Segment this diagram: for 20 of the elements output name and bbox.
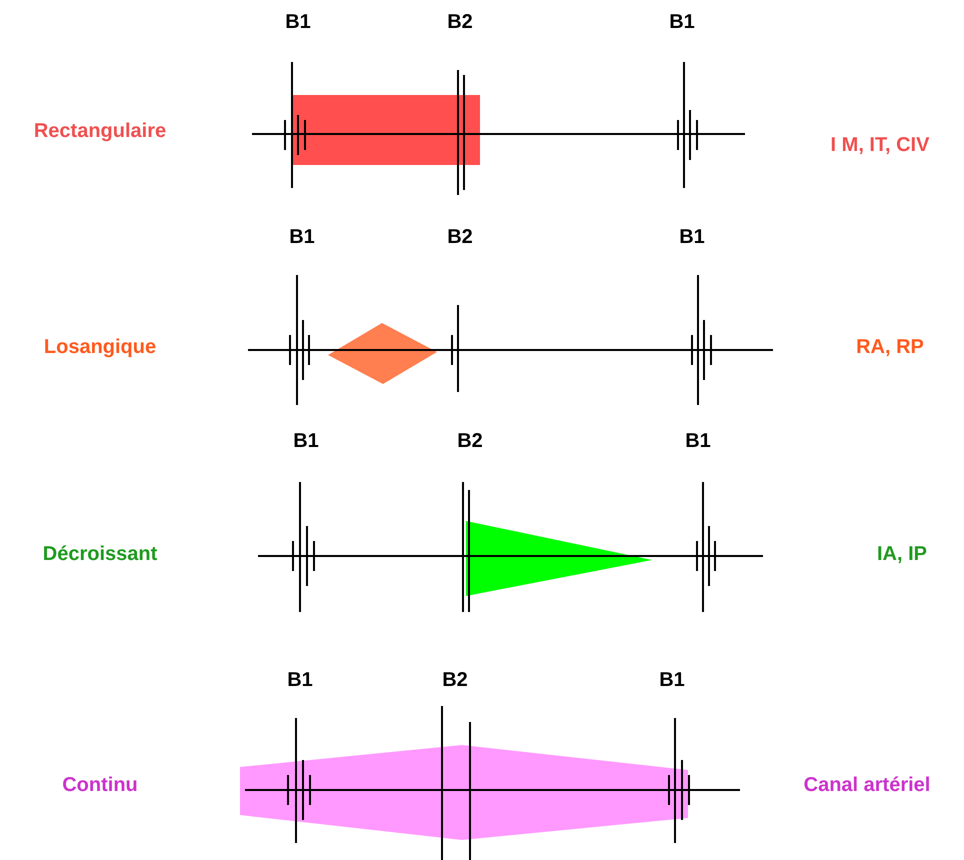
heart-sound-label: B1 — [285, 10, 311, 34]
heart-sound-label: B1 — [293, 429, 319, 453]
heart-sound-label: B2 — [447, 225, 473, 249]
condition-label: RA, RP — [856, 335, 924, 359]
murmur-type-label: Continu — [62, 773, 138, 797]
murmur-type-label: Rectangulaire — [34, 119, 166, 143]
condition-label: Canal artériel — [804, 773, 930, 797]
murmur-type-label: Losangique — [44, 335, 156, 359]
heart-sound-label: B2 — [457, 429, 483, 453]
heart-sound-label: B1 — [289, 225, 315, 249]
condition-label: IA, IP — [877, 542, 927, 566]
heart-sound-label: B1 — [659, 668, 685, 692]
murmur-type-label: Décroissant — [42, 542, 158, 566]
condition-label: I M, IT, CIV — [830, 133, 930, 157]
heart-sound-label: B1 — [287, 668, 313, 692]
heart-sound-label: B1 — [679, 225, 705, 249]
heart-sound-label: B2 — [447, 10, 473, 34]
heart-sound-label: B2 — [442, 668, 468, 692]
heart-sound-label: B1 — [685, 429, 711, 453]
heart-sound-label: B1 — [669, 10, 695, 34]
